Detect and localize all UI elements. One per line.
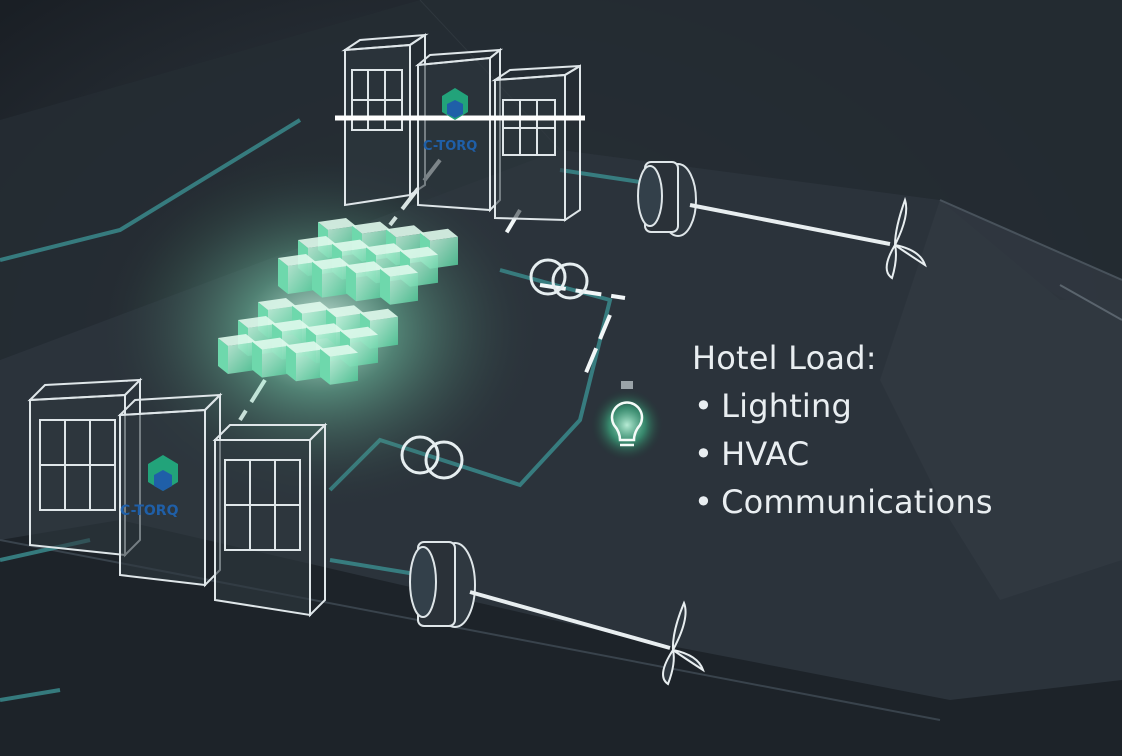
hotel-load-item: •HVAC [694,435,810,473]
transformer-icon [400,435,464,480]
power-cables [0,118,661,702]
logo-text-bottom: C-TORQ [120,503,179,519]
battery-cell [346,261,384,302]
battery-cell [278,254,316,294]
hotel-load-item: •Communications [694,483,993,521]
light-bulb-icon [610,381,644,447]
battery-cell [380,264,418,305]
hotel-load-list: Hotel Load: •Lighting •HVAC •Communicati… [692,334,993,526]
battery-icon [218,218,458,385]
switchboard-bottom [27,377,328,618]
battery-cell [320,344,358,385]
battery-cell [218,334,256,374]
c-torq-logo-bottom: C-TORQ [120,455,179,519]
transformer-icon [529,258,589,300]
battery-cell [286,341,324,382]
battery-cell [312,257,350,298]
hotel-load-title: Hotel Load: [692,339,877,377]
switchboard-top [335,33,585,222]
motor-icon [409,541,476,628]
logo-text-top: C-TORQ [423,139,477,154]
propeller-icon [885,196,927,280]
propeller-icon [662,600,705,686]
shaft [689,203,891,246]
bulb-glow [591,389,663,461]
hotel-load-item-label: HVAC [721,435,810,473]
hotel-load-item: •Lighting [694,387,853,425]
shaft [469,590,671,650]
battery-cell [252,337,290,378]
c-torq-logo-top: C-TORQ [423,88,477,154]
hotel-load-item-label: Communications [721,483,993,521]
motor-icon [637,161,697,237]
hotel-load-item-label: Lighting [721,387,853,425]
